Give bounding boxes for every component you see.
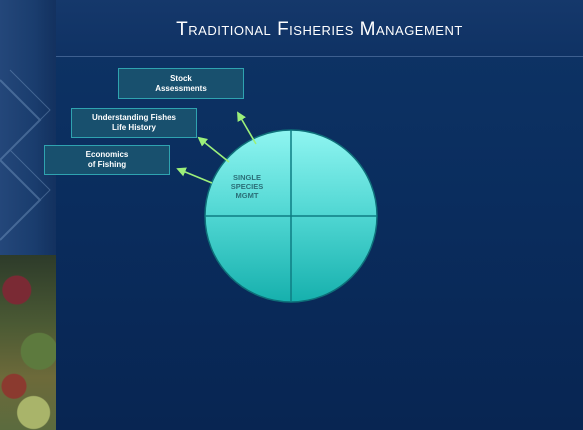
life-history-box: Understanding Fishes Life History	[71, 108, 197, 138]
single-species-label: SINGLE SPECIES MGMT	[230, 173, 264, 200]
stock-assessments-label: Stock Assessments	[155, 73, 207, 93]
economics-box: Economics of Fishing	[44, 145, 170, 175]
life-history-label: Understanding Fishes Life History	[91, 113, 176, 132]
left-decorative-strip	[0, 0, 56, 430]
arrow-to-stock-assessments	[237, 111, 257, 145]
reef-photo	[0, 255, 56, 430]
wave-pattern-icon	[0, 69, 51, 241]
slide-title: Traditional Fisheries Management	[176, 19, 463, 40]
arrow-to-life-history	[197, 136, 230, 163]
economics-label: Economics of Fishing	[85, 150, 129, 169]
stock-assessments-box: Stock Assessments	[118, 68, 244, 99]
arrow-to-economics	[176, 167, 213, 184]
title-bar	[56, 0, 583, 57]
